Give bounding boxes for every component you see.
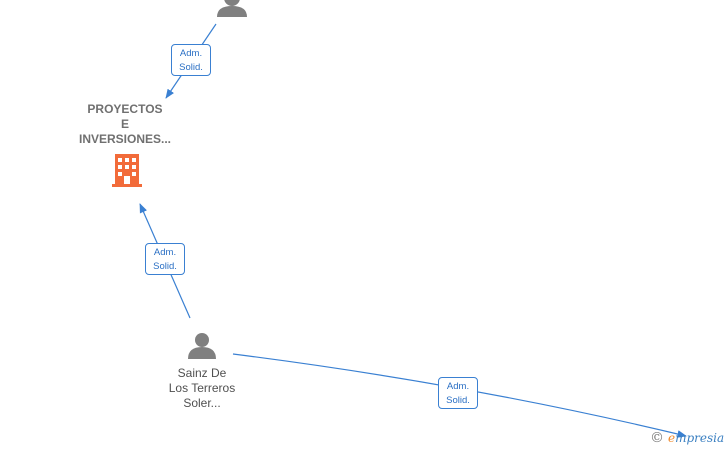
brand-name: mpresia (675, 431, 725, 445)
person-icon[interactable] (217, 0, 247, 17)
person-icon[interactable] (188, 333, 216, 359)
copyright-icon: © (650, 430, 664, 446)
edge-label-bottom: Adm. Solid. (438, 377, 478, 409)
building-icon[interactable] (112, 154, 142, 187)
person-label[interactable]: Sainz De Los Terreros Soler... (168, 366, 236, 410)
edge-label-middle: Adm. Solid. (145, 243, 185, 275)
edge-label-top: Adm. Solid. (171, 44, 211, 76)
brand-initial: e (668, 431, 676, 445)
company-label[interactable]: PROYECTOS E INVERSIONES... (78, 102, 172, 146)
brand-logo: © empresia (650, 430, 724, 446)
